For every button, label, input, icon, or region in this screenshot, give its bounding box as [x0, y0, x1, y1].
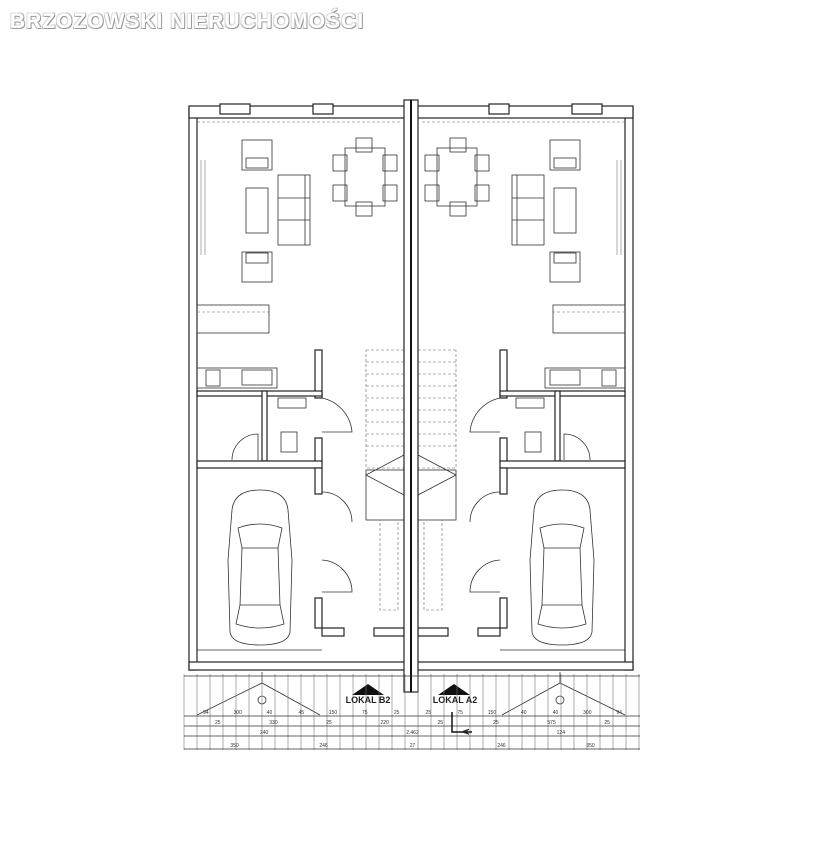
watermark-title: BRZOZOWSKI NIERUCHOMOŚCI	[10, 10, 365, 33]
section-marker: A	[461, 728, 471, 735]
exterior-wall-side	[188, 107, 198, 671]
dimension-label: 220	[381, 720, 390, 726]
stove	[205, 369, 221, 387]
dimension-label: 150	[329, 710, 338, 716]
dimension-label: 27	[410, 743, 416, 749]
dining-table	[344, 147, 386, 207]
dimension-label: 25	[604, 720, 610, 726]
dimension-label: 124	[557, 730, 566, 736]
dimension-label: 575	[547, 720, 556, 726]
staircase	[365, 349, 405, 611]
dimension-label: 150	[488, 710, 497, 716]
dimension-label: 45	[298, 710, 304, 716]
dimension-label: 40	[267, 710, 273, 716]
car-icon	[227, 489, 293, 646]
unit-b2-plan	[188, 103, 406, 716]
section-line-icon	[451, 712, 472, 733]
door-swing	[321, 559, 353, 593]
dimension-label: 40	[521, 710, 527, 716]
dimension-label: 25	[493, 720, 499, 726]
exterior-wall-bottom	[188, 661, 406, 671]
dimension-label: 94	[616, 710, 622, 716]
dimension-label: 94	[203, 710, 209, 716]
armchair	[241, 139, 273, 171]
door-swing	[321, 397, 353, 433]
dimension-grid	[183, 674, 640, 750]
dimension-label: 75	[362, 710, 368, 716]
dimension-label: 25	[394, 710, 400, 716]
dimension-label: 40	[553, 710, 559, 716]
dimension-label: 246	[497, 743, 506, 749]
unit-label-a2: LOKAL A2	[433, 695, 478, 705]
toilet	[280, 431, 298, 453]
washbasin	[277, 397, 307, 409]
dimension-label: 240	[260, 730, 269, 736]
dimension-label: 25	[326, 720, 332, 726]
dimension-label: 300	[583, 710, 592, 716]
dimension-label: 300	[234, 710, 243, 716]
dimension-label: 350	[230, 743, 239, 749]
kitchen-counter	[196, 367, 278, 389]
coffee-table	[245, 187, 269, 234]
sink	[241, 369, 273, 386]
dimension-label: 25	[215, 720, 221, 726]
unit-label-b2: LOKAL B2	[346, 695, 391, 705]
dimension-label: 330	[269, 720, 278, 726]
dimension-label: 75	[457, 710, 463, 716]
sofa	[277, 174, 311, 246]
armchair	[241, 251, 273, 283]
dimension-label: 2.462	[406, 730, 419, 736]
dimension-label: 350	[586, 743, 595, 749]
dimension-label: 246	[319, 743, 328, 749]
dimension-label: 25	[426, 710, 432, 716]
kitchen-island	[196, 304, 270, 334]
dimension-label: 25	[438, 720, 444, 726]
door-swing	[231, 433, 259, 461]
